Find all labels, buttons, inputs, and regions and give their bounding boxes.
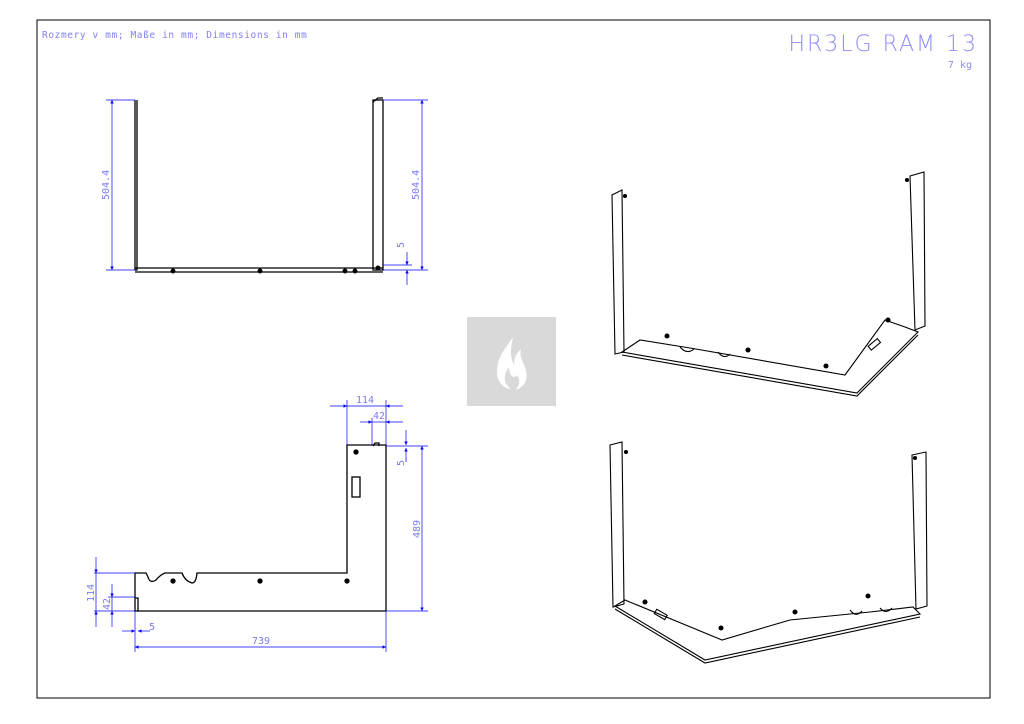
dim-total-width: 739 <box>252 636 270 647</box>
dim-top-inner: 42 <box>373 411 385 422</box>
dim-left-height: 504.4 <box>101 170 112 200</box>
dim-right-height: 504.4 <box>411 170 422 200</box>
dim-left-offset: 5 <box>149 622 155 633</box>
dim-left-inner: 42 <box>102 598 113 610</box>
dim-offset: 5 <box>396 242 407 248</box>
dim-depth: 489 <box>412 520 423 538</box>
flame-icon <box>497 337 527 390</box>
weight-label: 7 kg <box>947 60 972 71</box>
front-view-dimensions <box>106 99 428 285</box>
dim-top-offset: 5 <box>396 460 407 466</box>
sheet-border <box>36 19 991 699</box>
top-view-dimensions <box>94 400 428 652</box>
isometric-view-front <box>609 441 928 664</box>
dim-left-width: 114 <box>86 584 97 602</box>
flame-logo <box>467 317 556 406</box>
front-view <box>134 97 384 274</box>
top-view <box>134 442 387 612</box>
isometric-view-rear <box>611 171 926 397</box>
model-title: HR3LG RAM 13 <box>788 32 978 57</box>
units-note: Rozmery v mm; Maße in mm; Dimensions in … <box>42 30 308 41</box>
dim-top-width: 114 <box>356 395 374 406</box>
